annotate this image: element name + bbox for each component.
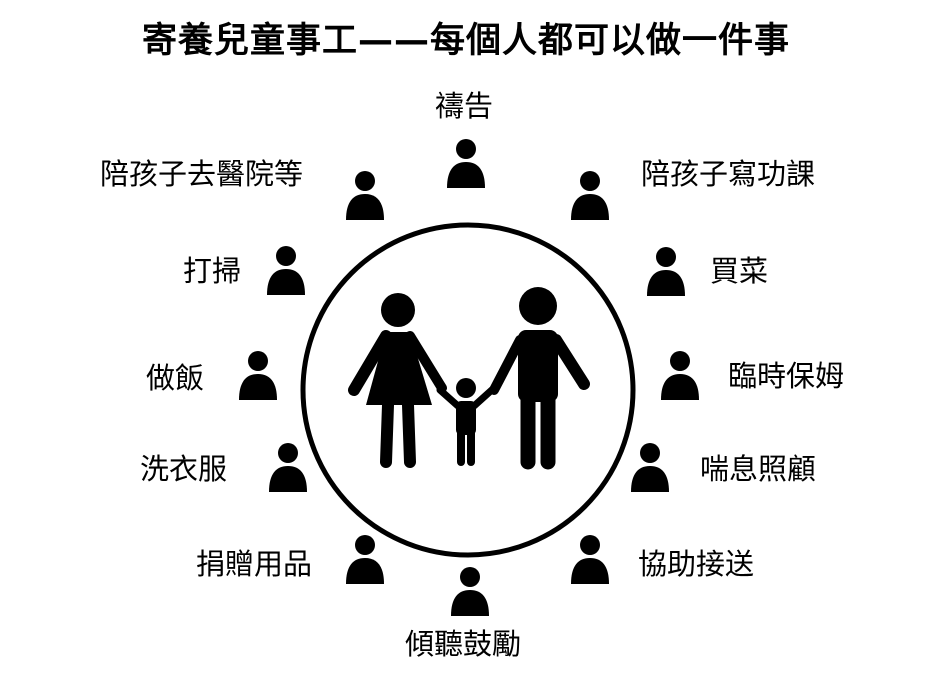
person-icon bbox=[571, 535, 609, 584]
item-label-hospital: 陪孩子去醫院等 bbox=[100, 157, 304, 191]
person-icon bbox=[571, 171, 609, 220]
item-label-donate: 捐贈用品 bbox=[196, 547, 313, 581]
person-icon bbox=[631, 443, 669, 492]
item-label-laundry: 洗衣服 bbox=[140, 452, 228, 486]
diagram-title: 寄養兒童事工——每個人都可以做一件事 bbox=[141, 21, 790, 61]
person-icon bbox=[267, 246, 305, 295]
family-icon bbox=[348, 287, 590, 470]
item-label-babysitter: 臨時保姆 bbox=[728, 359, 845, 393]
person-icon bbox=[447, 139, 485, 188]
person-icon bbox=[239, 351, 277, 400]
item-label-transport: 協助接送 bbox=[638, 547, 755, 581]
person-icon bbox=[647, 247, 685, 296]
item-label-homework: 陪孩子寫功課 bbox=[641, 157, 816, 191]
person-icon bbox=[451, 567, 489, 616]
person-icon bbox=[269, 443, 307, 492]
item-label-respite-care: 喘息照顧 bbox=[700, 452, 817, 486]
person-icon bbox=[661, 351, 699, 400]
item-label-groceries: 買菜 bbox=[710, 254, 769, 288]
item-label-cleaning: 打掃 bbox=[183, 254, 242, 288]
person-icon bbox=[346, 535, 384, 584]
person-icon bbox=[346, 171, 384, 220]
center-ring bbox=[300, 222, 636, 558]
item-label-listen: 傾聽鼓勵 bbox=[405, 627, 522, 661]
item-label-prayer: 禱告 bbox=[435, 89, 494, 123]
item-label-cooking: 做飯 bbox=[146, 361, 205, 395]
